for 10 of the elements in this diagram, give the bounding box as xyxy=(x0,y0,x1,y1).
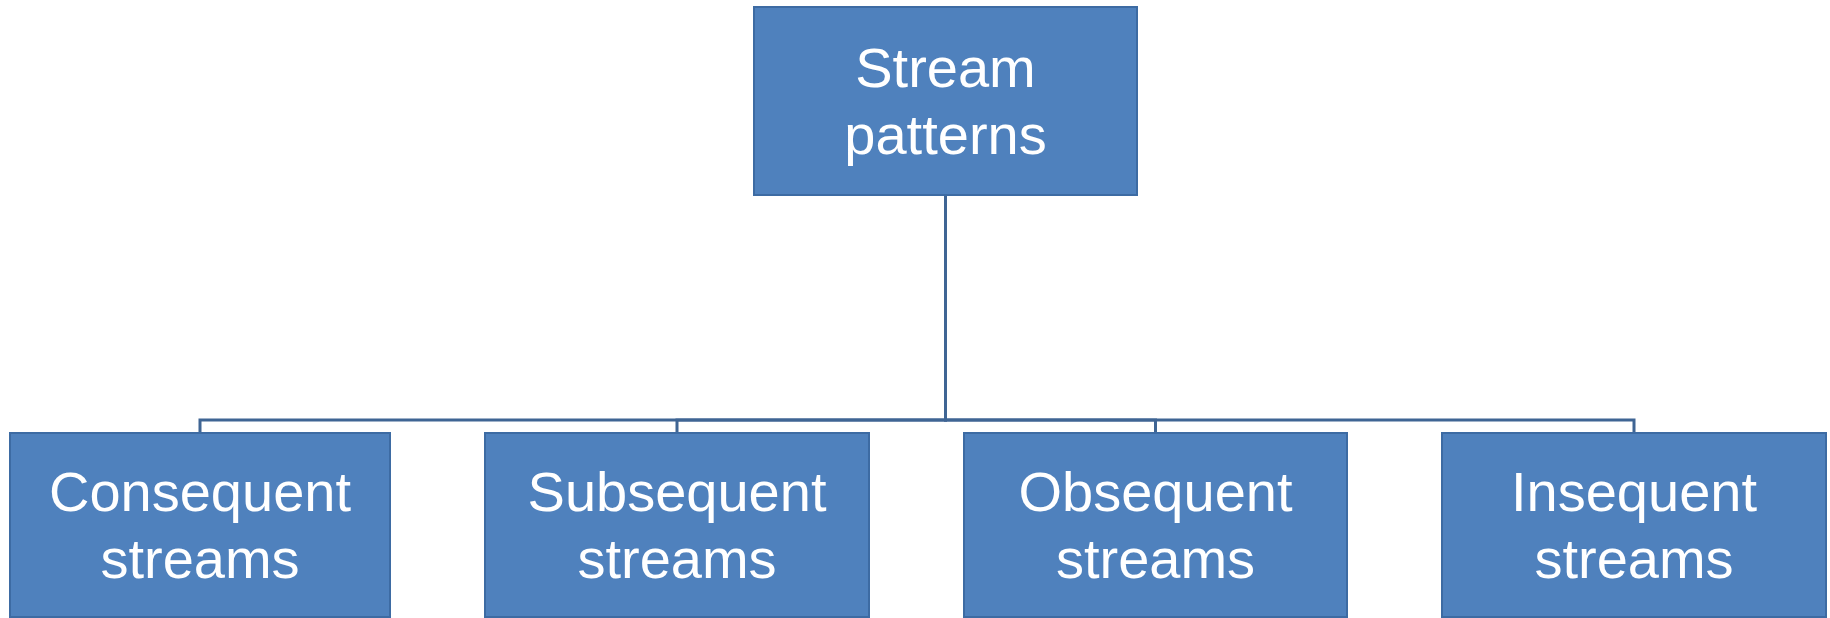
box-label: Consequent streams xyxy=(48,458,352,592)
category-box xyxy=(963,432,1348,618)
category-box xyxy=(9,432,391,618)
category-box xyxy=(1441,432,1827,618)
category-box xyxy=(484,432,870,618)
category-box xyxy=(753,6,1138,196)
box-label: Stream patterns xyxy=(843,34,1048,168)
box-label: Subsequent streams xyxy=(526,458,828,592)
box-label: Insequent streams xyxy=(1510,458,1758,592)
box-label: Obsequent streams xyxy=(1017,458,1294,592)
